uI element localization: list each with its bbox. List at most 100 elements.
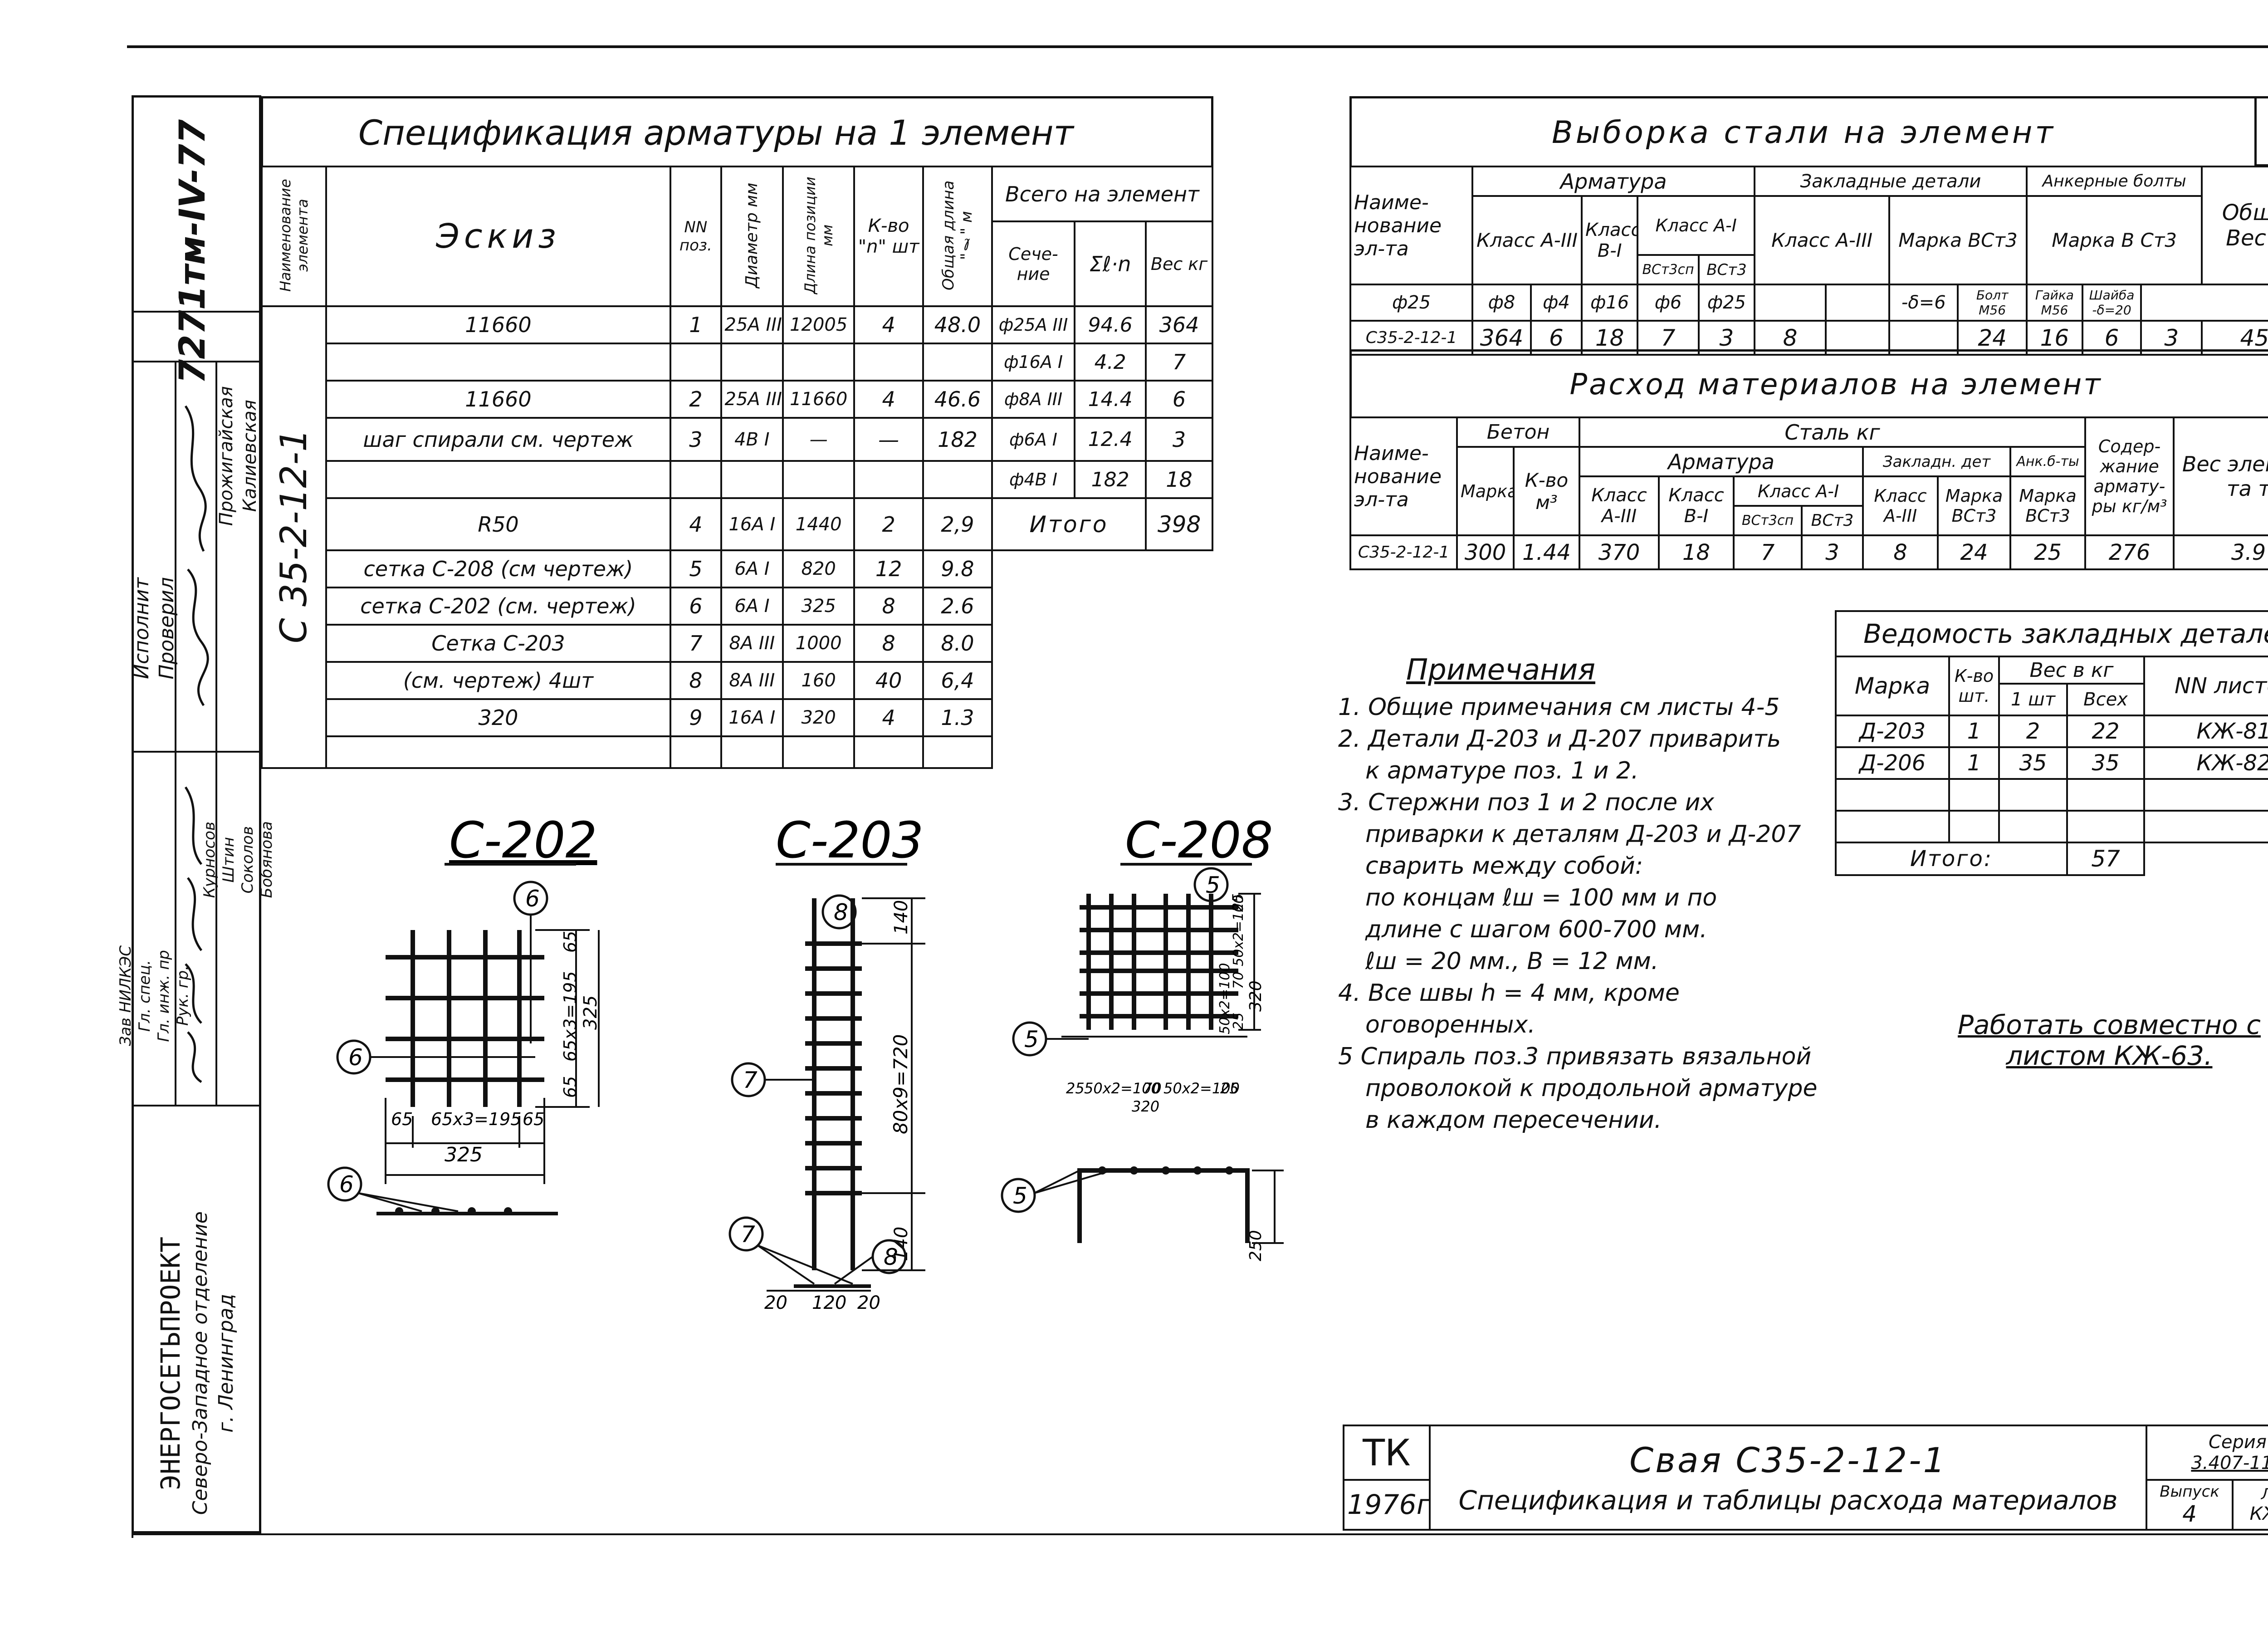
c202-dim-3: 65 (523, 1109, 544, 1129)
hdr-section: Сече-ние (991, 220, 1076, 307)
mesh-c203: С-203 8 140 80х9=720 140 7 7 8 (728, 811, 925, 1313)
mat-value: 3.9 (2173, 534, 2268, 570)
spec-sketch: сетка С-208 (см чертеж) (325, 549, 672, 588)
spec-sum: 94.6 (1074, 305, 1147, 344)
spec-length: 160 (782, 661, 855, 700)
role-chief: Гл. инж. пр (155, 950, 173, 1042)
note-line: 2. Детали Д-203 и Д-207 приварить (1338, 725, 1781, 753)
mat-value: 370 (1579, 534, 1660, 570)
note-line: ℓш = 20 мм., В = 12 мм. (1365, 948, 1659, 975)
steel-subhead: -δ=6 (1888, 284, 1959, 322)
c202-dim-5: 65 (560, 931, 580, 953)
spec-diameter: 6А I (720, 549, 784, 588)
spec-pos: 9 (670, 698, 722, 737)
c202-mark-3: 6 (339, 1171, 354, 1198)
c202-dim-4: 325 (445, 1143, 483, 1166)
role-checker: Проверил (155, 577, 178, 680)
spec-diameter (720, 460, 784, 499)
spec-count: 8 (853, 624, 924, 663)
steel-hdr-name: Наиме-нование эл-та (1349, 166, 1474, 285)
c203-dim-4: 20 (764, 1292, 787, 1313)
embedded-cell: КЖ-81 (2143, 715, 2268, 748)
spec-pos: 2 (670, 380, 722, 419)
tb-series: 3.407-115 (2191, 1453, 2268, 1474)
spec-sketch: 11660 (325, 380, 672, 419)
mat-hdr-anchor: Анк.б-ты (2009, 446, 2087, 477)
role-head: Зав НИЛКЭС (117, 945, 135, 1046)
tb-issue-label: Выпуск (2160, 1483, 2219, 1501)
tb-org: ТК (1343, 1425, 1431, 1481)
note-line: 4. Все швы h = 4 мм, кроме (1338, 979, 1680, 1007)
spec-diameter: 16А I (720, 497, 784, 551)
c208-dim-11: 70 (1231, 972, 1246, 989)
mat-class-b1: Класс В-I (1658, 475, 1735, 536)
c202-dim-8: 65 (560, 1076, 580, 1098)
hdr-length: Длина позиции мм (801, 176, 836, 294)
embedded-cell (1998, 810, 2068, 843)
tb-series-label: Серия (2209, 1432, 2267, 1453)
spec-total-length: 48.0 (922, 305, 993, 344)
c202-title: С-202 (449, 811, 597, 869)
spec-count (853, 343, 924, 382)
drawing-code-text: 7271тм-IV-77 (172, 119, 213, 384)
spec-length: 1000 (782, 624, 855, 663)
tb-sheet-label: Лист (2234, 1485, 2268, 1503)
mat-class-a1: Класс А-I (1733, 475, 1864, 507)
c202-dim-7: 325 (580, 995, 601, 1030)
spec-empty-cell (853, 735, 924, 769)
spec-count: 40 (853, 661, 924, 700)
steel-subhead (1754, 284, 1827, 322)
spec-empty-cell (720, 735, 784, 769)
c208-dim-2: 50х2=100 (1084, 1080, 1160, 1097)
steel-vst3sp: ВСт3сп (1637, 254, 1700, 285)
spec-total-label: Итого (991, 497, 1147, 551)
spec-empty (992, 550, 1212, 768)
emb-hdr-sheets: NN листов (2143, 656, 2268, 716)
emb-total-label: Итого: (1835, 842, 2068, 876)
left-strip: 7271тм-IV-77 Исполнит Проверил Прожигайс… (117, 95, 276, 1533)
spec-pos: 6 (670, 587, 722, 626)
spec-sketch: R50 (325, 497, 672, 551)
steel-subhead: ф6 (1637, 284, 1700, 322)
steel-hdr-embedded: Закладные детали (1754, 166, 2028, 197)
mat-emb-class: Класс А-III (1862, 475, 1939, 536)
mat-hdr-name: Наиме-нование эл-та (1349, 416, 1458, 536)
mat-class-a3: Класс А-III (1579, 475, 1660, 536)
embedded-cell (2066, 810, 2145, 843)
spec-sum: 4.2 (1074, 343, 1147, 382)
notes: Примечания 1. Общие примечания см листы … (1338, 653, 1837, 1136)
embedded-row (1835, 810, 2268, 843)
steel-subhead: Болт М56 (1957, 284, 2028, 322)
note-line: приварки к деталям Д-203 и Д-207 (1365, 821, 1801, 848)
steel-subhead (1825, 284, 1891, 322)
spec-sketch (325, 343, 672, 382)
spec-length (782, 343, 855, 382)
bottom-line (132, 1533, 2268, 1535)
drawing-code: 7271тм-IV-77 (161, 107, 225, 397)
emb-hdr-one: 1 шт (1998, 683, 2068, 716)
embedded-cell: 1 (1948, 746, 2000, 780)
emb-hdr-all: Всех (2066, 683, 2145, 716)
spec-section: ф8А III (991, 380, 1076, 419)
steel-subhead: ф25 (1349, 284, 1474, 322)
role-spec: Гл. спец. (136, 960, 154, 1032)
mat-vst3sp: ВСт3сп (1733, 505, 1803, 536)
spec-total-length (922, 460, 993, 499)
materials-title: Расход материалов на элемент (1349, 349, 2268, 417)
spec-sketch: шаг спирали см. чертеж (325, 417, 672, 462)
spec-count: 8 (853, 587, 924, 626)
spec-count: 4 (853, 380, 924, 419)
mat-value: С35-2-12-1 (1349, 534, 1458, 570)
hdr-weight: Вес кг (1145, 220, 1213, 307)
note-line: 1. Общие примечания см листы 4-5 (1338, 694, 1780, 721)
embedded-cell: 35 (1998, 746, 2068, 780)
note-line: проволокой к продольной арматуре (1365, 1075, 1818, 1102)
c208-dim-13: 25 (1231, 1013, 1246, 1030)
spec-pos: 7 (670, 624, 722, 663)
embedded-cell (1835, 810, 1950, 843)
spec-diameter: 6А I (720, 587, 784, 626)
embedded-row (1835, 778, 2268, 812)
spec-sketch: сетка С-202 (см. чертеж) (325, 587, 672, 626)
